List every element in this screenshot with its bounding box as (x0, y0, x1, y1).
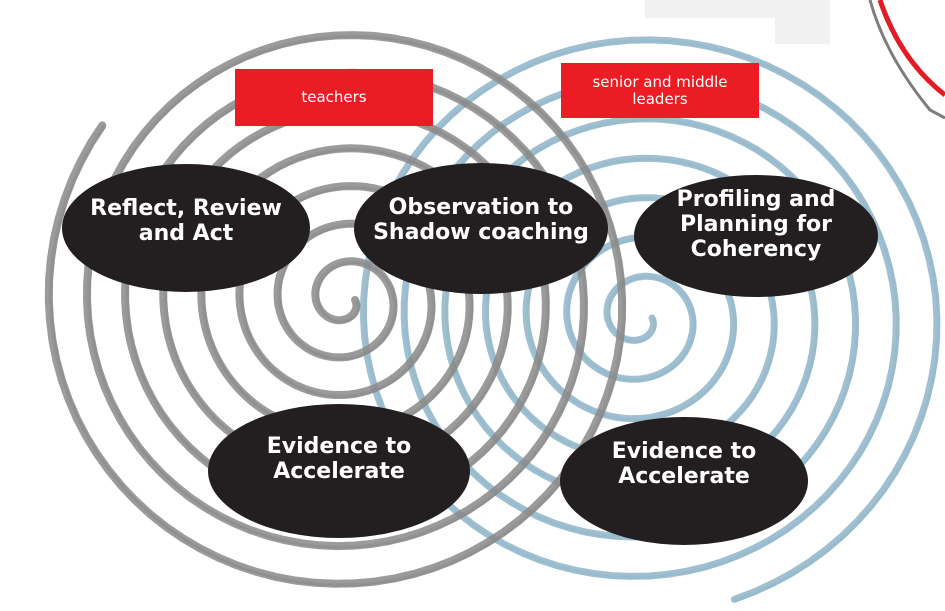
corner-red-arc (877, 0, 945, 97)
oval-evidence-accelerate-leaders: Evidence to Accelerate (560, 417, 808, 545)
oval-reflect-review-act: Reflect, Review and Act (62, 164, 310, 292)
tag-teachers: teachers (235, 69, 433, 126)
oval-profiling-planning-coherency: Profiling and Planning for Coherency (634, 175, 878, 297)
grey-spiral (44, 31, 627, 588)
tag-senior-middle-leaders: senior and middle leaders (561, 63, 759, 118)
corner-grey-arc (868, 0, 945, 120)
oval-evidence-accelerate-teachers: Evidence to Accelerate (208, 404, 470, 538)
oval-observation-shadow-coaching: Observation to Shadow coaching (354, 163, 608, 294)
spiral-stroke (48, 34, 626, 587)
spiral-stroke (51, 36, 626, 587)
spiral-stroke (44, 31, 627, 588)
corner-block-right (775, 0, 830, 44)
